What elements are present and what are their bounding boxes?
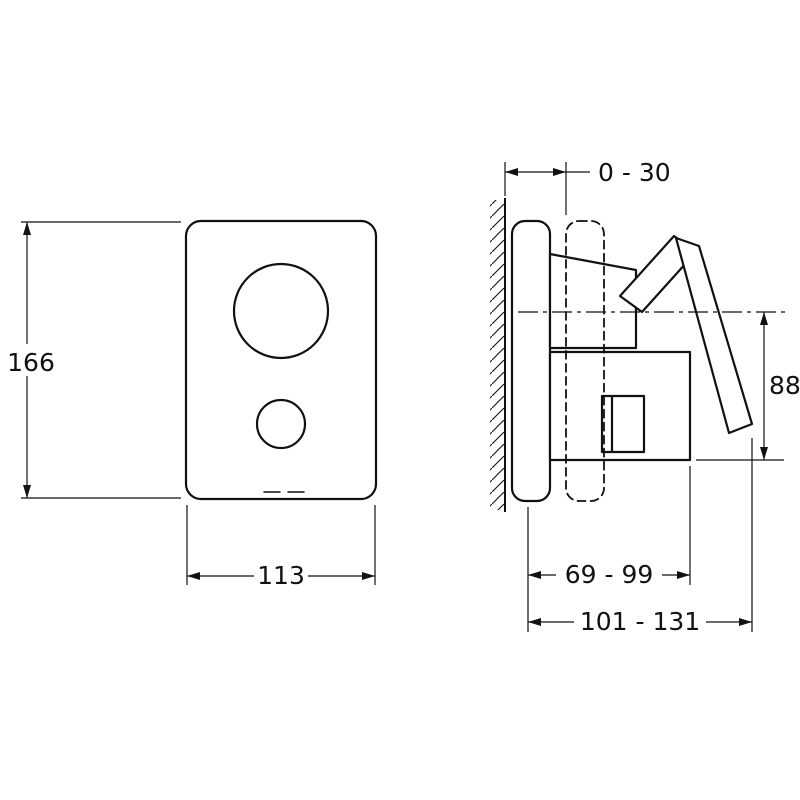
faceplate-max-position-dashed bbox=[565, 220, 605, 502]
handle-blade bbox=[674, 236, 754, 435]
front-view: 166 113 bbox=[7, 219, 378, 590]
extension-lines-height bbox=[21, 221, 181, 499]
wall-hatching bbox=[490, 200, 505, 510]
dimension-width: 113 bbox=[186, 505, 376, 590]
valve-body bbox=[548, 350, 692, 462]
cartridge-sleeve bbox=[548, 252, 638, 350]
faceplate-side-profile bbox=[510, 219, 552, 503]
dimension-label-body-depth: 69 - 99 bbox=[565, 560, 654, 589]
dimension-label-height: 166 bbox=[7, 348, 55, 377]
extension-lines-wall-offset bbox=[504, 162, 567, 215]
dimension-label-wall-offset: 0 - 30 bbox=[598, 158, 671, 187]
side-view: 0 - 30 88 69 - 99 101 - 131 bbox=[490, 158, 800, 636]
faceplate-front bbox=[184, 219, 378, 501]
control-dial-large bbox=[232, 262, 330, 360]
dimension-overall-depth: 101 - 131 bbox=[528, 438, 753, 636]
dimension-label-overall-depth: 101 - 131 bbox=[580, 607, 700, 636]
control-dial-small bbox=[255, 398, 307, 450]
dimension-label-width: 113 bbox=[257, 561, 305, 590]
extension-lines-body-depth bbox=[527, 466, 691, 632]
diverter-knob-detail bbox=[600, 394, 646, 454]
extension-lines-width bbox=[186, 505, 376, 585]
dimension-label-height-below-axis: 88 bbox=[769, 371, 800, 400]
dimension-height-below-axis: 88 bbox=[696, 312, 800, 461]
dimension-height: 166 bbox=[7, 221, 181, 499]
dimension-wall-offset: 0 - 30 bbox=[504, 158, 671, 215]
dimension-body-depth: 69 - 99 bbox=[527, 466, 691, 632]
